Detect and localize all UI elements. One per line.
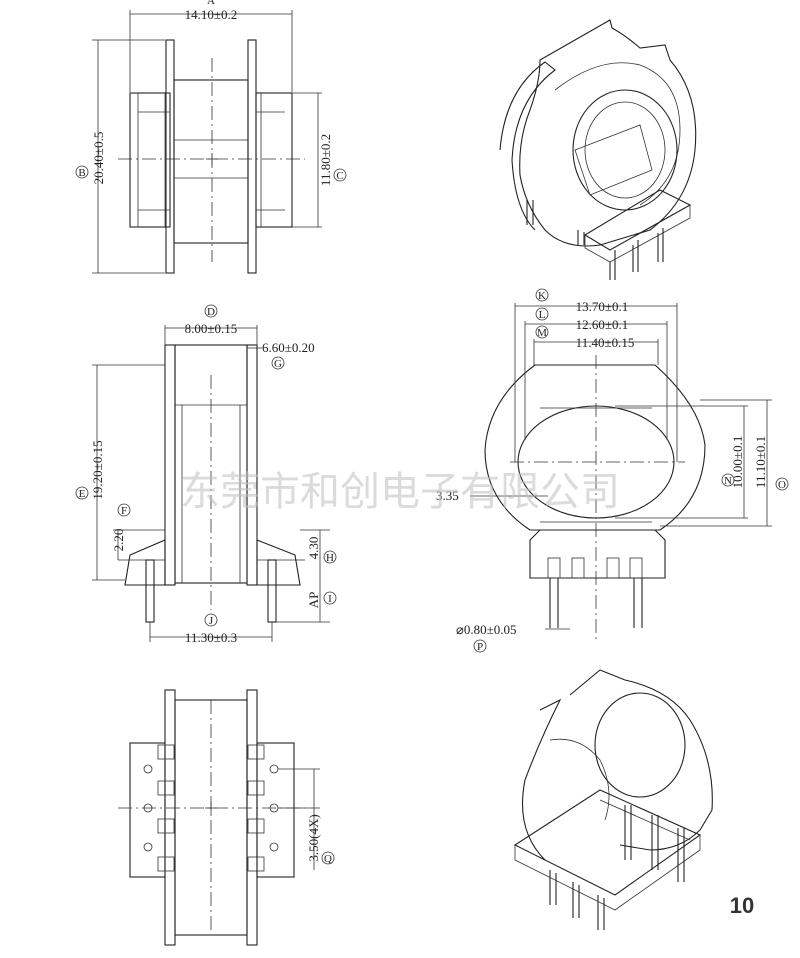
end-pin-header	[529, 529, 666, 579]
side-right-plate	[246, 344, 258, 586]
front-right-flange	[255, 92, 293, 228]
bottom-left-base	[129, 742, 166, 878]
dim-f-value: 2.20	[111, 529, 126, 552]
company-watermark: 东莞市和创电子有限公司	[180, 469, 620, 515]
iso2-base	[513, 789, 702, 896]
page-number: 10	[730, 893, 754, 918]
dim-f-letter: F	[121, 505, 127, 517]
dim-q-letter: Q	[324, 853, 332, 865]
front-left-flange	[129, 92, 171, 228]
isometric-view-top	[499, 19, 697, 280]
side-right-foot	[256, 539, 301, 586]
front-view: A 14.10±0.2 20.40±0.5 B 11.80±0.2 C	[75, 0, 347, 274]
dim-b-value: 20.40±0.5	[91, 132, 106, 185]
dim-m-value: 11.40±0.15	[576, 335, 635, 350]
side-left-plate	[164, 344, 176, 586]
dim-i-value: AP	[306, 592, 321, 609]
iso2-core-opening	[594, 692, 686, 798]
dim-l-letter: L	[539, 309, 546, 321]
dim-p-letter: P	[477, 641, 483, 653]
dim-3-35-value: 3.35	[436, 488, 459, 503]
dim-b-letter: B	[78, 167, 85, 179]
side-view: D 8.00±0.15 6.60±0.20 G 19.20±0.15 E 2.2…	[75, 304, 337, 645]
iso2-front-flange	[522, 698, 562, 861]
dim-i-letter: I	[328, 593, 332, 605]
front-right-plate	[247, 39, 257, 274]
dim-c-letter: C	[336, 170, 343, 182]
end-flange-outline	[484, 364, 706, 531]
dim-m-letter: M	[537, 327, 547, 339]
dim-c-value: 11.80±0.2	[318, 134, 333, 186]
dim-d-value: 8.00±0.15	[185, 321, 238, 336]
dim-p-value: ⌀0.80±0.05	[456, 622, 516, 637]
iso-rear-flange	[519, 19, 697, 247]
iso-core-opening	[572, 89, 678, 211]
dim-o-value: 11.10±0.1	[753, 436, 768, 488]
dim-q-value: 3.50(4X)	[306, 814, 321, 861]
bottom-left-plate	[164, 689, 176, 946]
side-right-pin	[267, 559, 277, 623]
bottom-view: 3.50(4X) Q	[118, 689, 335, 946]
dim-h-letter: H	[326, 552, 334, 564]
dim-h-value: 4.30	[306, 537, 321, 560]
dim-e-value: 19.20±0.15	[90, 440, 105, 499]
front-core	[173, 79, 249, 244]
dim-o-letter: O	[778, 479, 786, 491]
isometric-view-bottom	[513, 669, 713, 930]
dim-g-letter: G	[274, 358, 282, 370]
iso2-rear-flange	[569, 669, 713, 851]
dim-j-value: 11.30±0.3	[185, 630, 237, 645]
end-view: K 13.70±0.1 L 12.60±0.1 M 11.40±0.15 10.…	[436, 288, 789, 653]
dim-j-letter: J	[209, 615, 214, 627]
dim-a-value: 14.10±0.2	[185, 7, 238, 22]
bottom-right-plate	[246, 689, 258, 946]
dim-g-value: 6.60±0.20	[262, 340, 315, 355]
bottom-right-base	[256, 742, 295, 878]
side-left-foot	[124, 539, 166, 586]
dim-a-letter: A	[207, 0, 215, 7]
side-left-pin	[145, 559, 155, 623]
dim-n-value: 10.00±0.1	[730, 436, 745, 489]
dim-e-letter: E	[79, 488, 86, 500]
dim-k-value: 13.70±0.1	[576, 299, 629, 314]
dim-d-letter: D	[207, 306, 215, 318]
dim-l-value: 12.60±0.1	[576, 317, 629, 332]
dim-n-letter: N	[724, 475, 732, 487]
dim-k-letter: K	[538, 290, 546, 302]
